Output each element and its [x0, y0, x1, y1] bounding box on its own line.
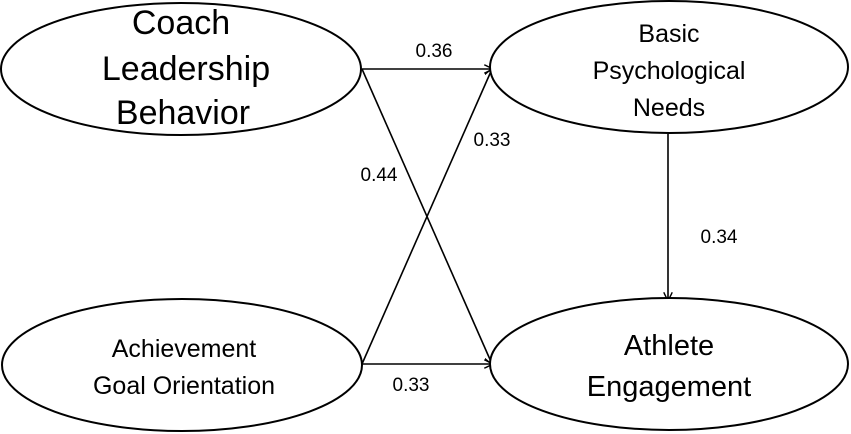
node-label-line: Basic [638, 20, 699, 48]
node-achievement-goal-orientation: Achievement Goal Orientation [1, 298, 363, 432]
coefficient-coach-to-engagement: 0.44 [361, 165, 398, 186]
coefficient-needs-to-engagement: 0.34 [701, 227, 738, 248]
node-label-line: Leadership [102, 50, 270, 88]
node-label-line: Psychological [593, 57, 746, 85]
node-label-line: Achievement [112, 335, 257, 363]
node-label-line: Behavior [116, 94, 250, 132]
node-coach-leadership-behavior: Coach Leadership Behavior [0, 2, 362, 136]
node-label-line: Athlete [624, 330, 714, 362]
coefficient-achievement-to-engagement: 0.33 [393, 375, 430, 396]
node-label-line: Engagement [587, 371, 751, 403]
node-label-line: Goal Orientation [93, 372, 275, 400]
node-label-line: Coach [132, 4, 230, 42]
node-ellipse [489, 297, 849, 431]
node-ellipse [489, 0, 849, 134]
node-athlete-engagement: Athlete Engagement [489, 297, 849, 431]
node-ellipse [1, 298, 363, 432]
edge-achievement-to-needs [361, 69, 492, 365]
node-ellipse [0, 2, 362, 136]
coefficient-coach-to-needs: 0.36 [416, 41, 453, 62]
node-basic-psychological-needs: Basic Psychological Needs [489, 0, 849, 134]
node-label-line: Needs [633, 94, 705, 122]
coefficient-achievement-to-needs: 0.33 [474, 130, 511, 151]
